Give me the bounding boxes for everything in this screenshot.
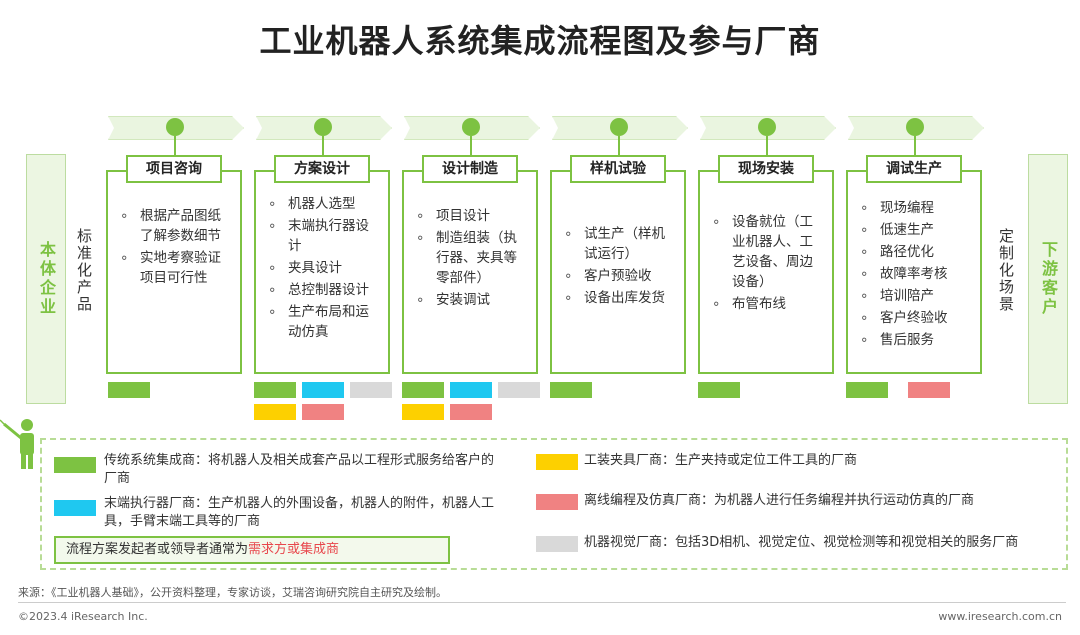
step-item: 实地考察验证项目可行性: [120, 248, 232, 288]
step-box-prototype: 试生产（样机试运行） 客户预验收 设备出库发货: [550, 170, 686, 374]
step-box-design: 机器人选型 末端执行器设计 夹具设计 总控制器设计 生产布局和运动仿真: [254, 170, 390, 374]
step-items: 根据产品图纸了解参数细节 实地考察验证项目可行性: [108, 172, 240, 288]
flow-connector-3: [470, 136, 472, 155]
chip-traditional-integrator: [846, 382, 888, 398]
page-title: 工业机器人系统集成流程图及参与厂商: [259, 22, 821, 60]
step-item: 项目设计: [416, 206, 528, 226]
step-items: 设备就位（工业机器人、工艺设备、周边设备） 布管布线: [700, 172, 832, 314]
copyright: ©2023.4 iResearch Inc.: [18, 610, 148, 623]
footer-divider: [18, 602, 1066, 603]
left-flow-label: 标准化产品: [75, 228, 93, 313]
step-item: 末端执行器设计: [268, 216, 380, 256]
flow-connector-2: [322, 136, 324, 155]
legend-swatch-end-effector: [54, 500, 96, 516]
step-box-consulting: 根据产品图纸了解参数细节 实地考察验证项目可行性: [106, 170, 242, 374]
chip-offline-programming: [908, 382, 950, 398]
legend-swatch-traditional-integrator: [54, 457, 96, 473]
initiator-note-text: 流程方案发起者或领导者通常为: [66, 542, 249, 557]
source-note: 来源：《工业机器人基础》，公开资料整理，专家访谈，艾瑞咨询研究院自主研究及绘制。: [18, 586, 447, 599]
right-flow-label: 定制化场景: [997, 228, 1015, 313]
chip-offline-programming: [450, 404, 492, 420]
flow-connector-5: [766, 136, 768, 155]
step-items: 试生产（样机试运行） 客户预验收 设备出库发货: [552, 172, 684, 308]
step-items: 现场编程 低速生产 路径优化 故障率考核 培训陪产 客户终验收 售后服务: [848, 172, 980, 350]
chip-machine-vision: [350, 382, 392, 398]
step-box-commissioning: 现场编程 低速生产 路径优化 故障率考核 培训陪产 客户终验收 售后服务: [846, 170, 982, 374]
presenter-icon: [0, 419, 34, 469]
chip-traditional-integrator: [254, 382, 296, 398]
chip-offline-programming: [302, 404, 344, 420]
step-item: 设备就位（工业机器人、工艺设备、周边设备）: [712, 212, 824, 292]
step-item: 根据产品图纸了解参数细节: [120, 206, 232, 246]
step-item: 培训陪产: [860, 286, 972, 306]
chip-traditional-integrator: [550, 382, 592, 398]
chip-machine-vision: [498, 382, 540, 398]
initiator-note-highlight: 需求方或集成商: [248, 542, 340, 557]
left-entity-label: 本体企业: [37, 241, 56, 317]
step-item: 机器人选型: [268, 194, 380, 214]
flow-node-2: [314, 118, 332, 136]
chip-fixture: [402, 404, 444, 420]
legend-box: [40, 438, 1068, 570]
step-item: 现场编程: [860, 198, 972, 218]
step-label-manufacturing: 设计制造: [422, 155, 518, 183]
step-item: 低速生产: [860, 220, 972, 240]
chip-end-effector: [450, 382, 492, 398]
legend-swatch-fixture: [536, 454, 578, 470]
step-box-manufacturing: 项目设计 制造组装（执行器、夹具等零部件） 安装调试: [402, 170, 538, 374]
step-item: 故障率考核: [860, 264, 972, 284]
step-item: 试生产（样机试运行）: [564, 224, 676, 264]
flow-node-6: [906, 118, 924, 136]
legend-machine-vision: 机器视觉厂商：包括3D相机、视觉定位、视觉检测等和视觉相关的服务厂商: [584, 535, 1019, 550]
chip-traditional-integrator: [108, 382, 150, 398]
chip-end-effector: [302, 382, 344, 398]
flow-node-5: [758, 118, 776, 136]
flow-node-4: [610, 118, 628, 136]
chip-traditional-integrator: [402, 382, 444, 398]
step-items: 机器人选型 末端执行器设计 夹具设计 总控制器设计 生产布局和运动仿真: [256, 172, 388, 342]
step-item: 总控制器设计: [268, 280, 380, 300]
step-item: 客户预验收: [564, 266, 676, 286]
legend-fixture: 工装夹具厂商：生产夹持或定位工件工具的厂商: [584, 453, 858, 468]
right-entity-label: 下游客户: [1039, 241, 1058, 317]
step-item: 夹具设计: [268, 258, 380, 278]
step-items: 项目设计 制造组装（执行器、夹具等零部件） 安装调试: [404, 172, 536, 310]
legend-offline-programming: 离线编程及仿真厂商：为机器人进行任务编程并执行运动仿真的厂商: [584, 493, 975, 508]
right-entity-box: 下游客户: [1028, 154, 1068, 404]
legend-swatch-machine-vision: [536, 536, 578, 552]
legend-traditional-integrator: 传统系统集成商：将机器人及相关成套产品以工程形式服务给客户的厂商: [104, 453, 495, 486]
step-box-installation: 设备就位（工业机器人、工艺设备、周边设备） 布管布线: [698, 170, 834, 374]
step-item: 安装调试: [416, 290, 528, 310]
step-item: 生产布局和运动仿真: [268, 302, 380, 342]
left-entity-box: 本体企业: [26, 154, 66, 404]
step-label-prototype: 样机试验: [570, 155, 666, 183]
legend-swatch-offline-programming: [536, 494, 578, 510]
flow-connector-1: [174, 136, 176, 155]
flow-connector-4: [618, 136, 620, 155]
initiator-note: 流程方案发起者或领导者通常为需求方或集成商: [54, 536, 450, 564]
flow-node-1: [166, 118, 184, 136]
step-item: 路径优化: [860, 242, 972, 262]
legend-end-effector: 末端执行器厂商：生产机器人的外围设备，机器人的附件，机器人工具，手臂末端工具等的…: [104, 496, 495, 529]
step-label-consulting: 项目咨询: [126, 155, 222, 183]
flow-connector-6: [914, 136, 916, 155]
flow-node-3: [462, 118, 480, 136]
chip-fixture: [254, 404, 296, 420]
step-item: 售后服务: [860, 330, 972, 350]
step-label-installation: 现场安装: [718, 155, 814, 183]
step-item: 布管布线: [712, 294, 824, 314]
step-item: 客户终验收: [860, 308, 972, 328]
step-item: 设备出库发货: [564, 288, 676, 308]
step-label-commissioning: 调试生产: [866, 155, 962, 183]
footer-url: www.iresearch.com.cn: [938, 610, 1062, 623]
step-label-design: 方案设计: [274, 155, 370, 183]
step-item: 制造组装（执行器、夹具等零部件）: [416, 228, 528, 288]
chip-traditional-integrator: [698, 382, 740, 398]
